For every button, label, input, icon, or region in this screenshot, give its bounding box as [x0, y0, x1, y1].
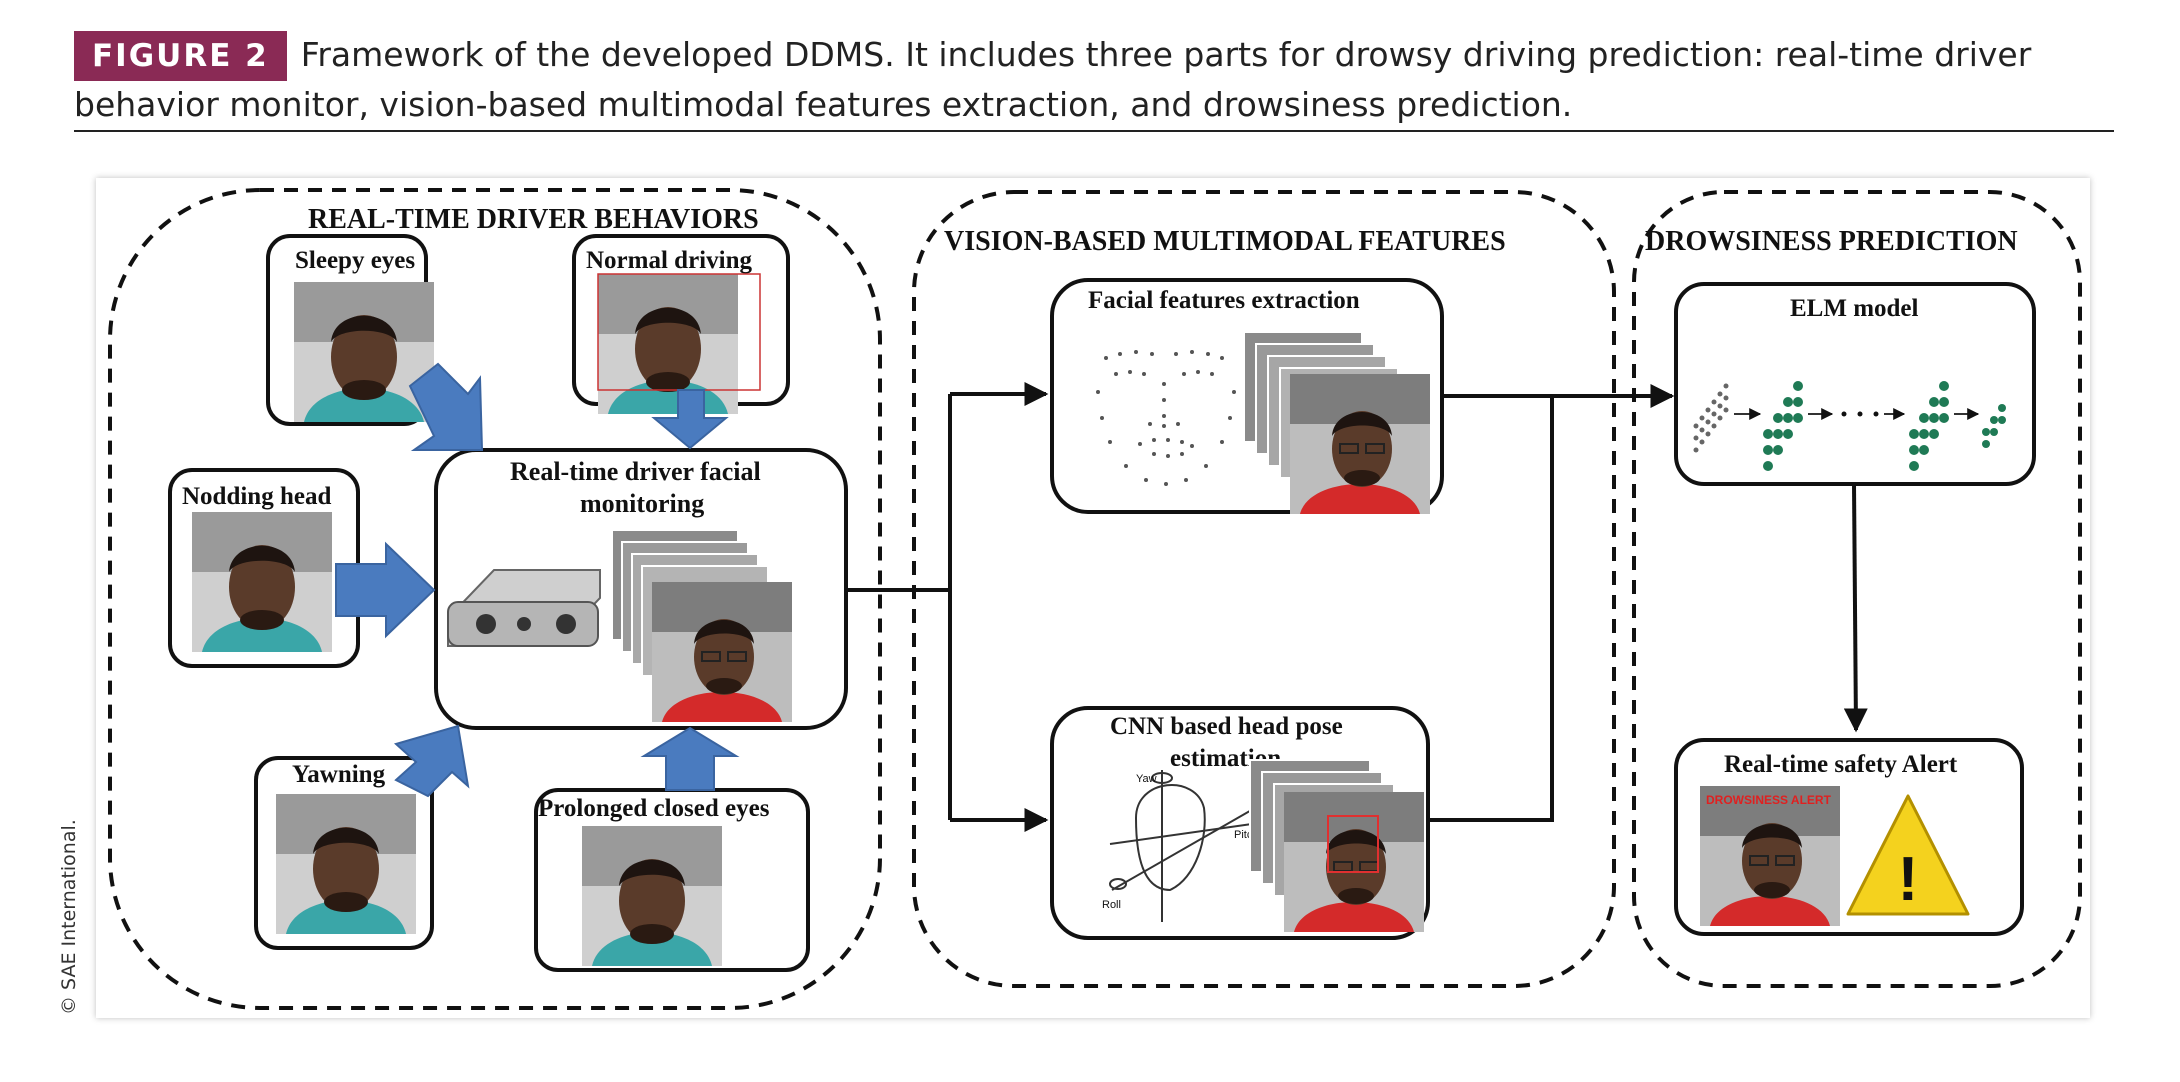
head-pose-detection-box: [1327, 815, 1379, 873]
facial-extraction-label: Facial features extraction: [1088, 287, 1360, 314]
head-pose-to-elm-line: [1428, 396, 1554, 822]
facial-extraction-frame-face: [1289, 373, 1431, 515]
depth-camera-icon: [447, 569, 601, 647]
head-pose-frame-face: [1283, 791, 1425, 933]
nodding-head-photo: [192, 512, 332, 652]
behaviors-panel: [108, 188, 882, 1010]
behaviors-panel-title: REAL-TIME DRIVER BEHAVIORS: [308, 204, 759, 235]
caption-text: Framework of the developed DDMS. It incl…: [74, 35, 2032, 124]
monitoring-video-frames: [611, 529, 793, 723]
prediction-panel-title: DROWSINESS PREDICTION: [1645, 226, 2018, 257]
normal-driving-label: Normal driving: [586, 247, 752, 274]
roll-label: Roll: [1102, 899, 1121, 911]
yaw-label: Yaw: [1136, 773, 1157, 785]
arrow-to-safety-alert: [1843, 483, 1868, 733]
yawning-arrow: [393, 724, 470, 798]
sleepy-eyes-photo: [294, 282, 434, 422]
behavior-input-arrows: [335, 362, 740, 798]
caption-rule: [74, 130, 2114, 132]
nodding-head-label: Nodding head: [182, 483, 331, 510]
framework-diagram-svg: REAL-TIME DRIVER BEHAVIORS VISION-BASED …: [108, 188, 2082, 1010]
yawning-label: Yawning: [292, 761, 386, 788]
facial-landmarks-icon: [1096, 350, 1236, 486]
head-pose-video-frames: [1249, 759, 1425, 933]
safety-alert-label: Real-time safety Alert: [1724, 751, 1958, 778]
normal-driving-photo: [598, 274, 738, 414]
figure-badge: FIGURE 2: [74, 31, 287, 81]
sleepy-eyes-label: Sleepy eyes: [295, 247, 415, 274]
facial-extraction-video-frames: [1243, 331, 1431, 515]
safety-alert-photo: [1699, 785, 1841, 927]
prediction-panel: [1632, 190, 2082, 988]
prolonged-closed-eyes-photo: [582, 826, 722, 966]
framework-diagram: REAL-TIME DRIVER BEHAVIORS VISION-BASED …: [96, 178, 2090, 1018]
warning-sign-icon: [1846, 794, 1970, 916]
prolonged-closed-eyes-label: Prolonged closed eyes: [538, 795, 770, 822]
yawning-photo: [276, 794, 416, 934]
copyright-credit: © SAE International.: [58, 819, 80, 1015]
elm-network-icon: [1693, 381, 2006, 471]
normal-driving-arrow: [651, 389, 729, 450]
prolonged-closed-eyes-arrow: [640, 726, 740, 791]
elm-model-label: ELM model: [1790, 295, 1919, 322]
nodding-head-arrow: [335, 541, 436, 639]
facial-monitoring-label-line1: Real-time driver facial: [510, 457, 761, 486]
head-pose-label-line1: CNN based head pose: [1110, 713, 1343, 740]
monitoring-frame-face: [651, 581, 793, 723]
features-panel-title: VISION-BASED MULTIMODAL FEATURES: [944, 226, 1506, 257]
sleepy-eyes-arrow: [408, 362, 484, 451]
warning-exclamation: !: [1898, 845, 1919, 914]
facial-monitoring-label-line2: monitoring: [580, 489, 704, 518]
drowsiness-alert-banner: DROWSINESS ALERT: [1706, 793, 1832, 807]
